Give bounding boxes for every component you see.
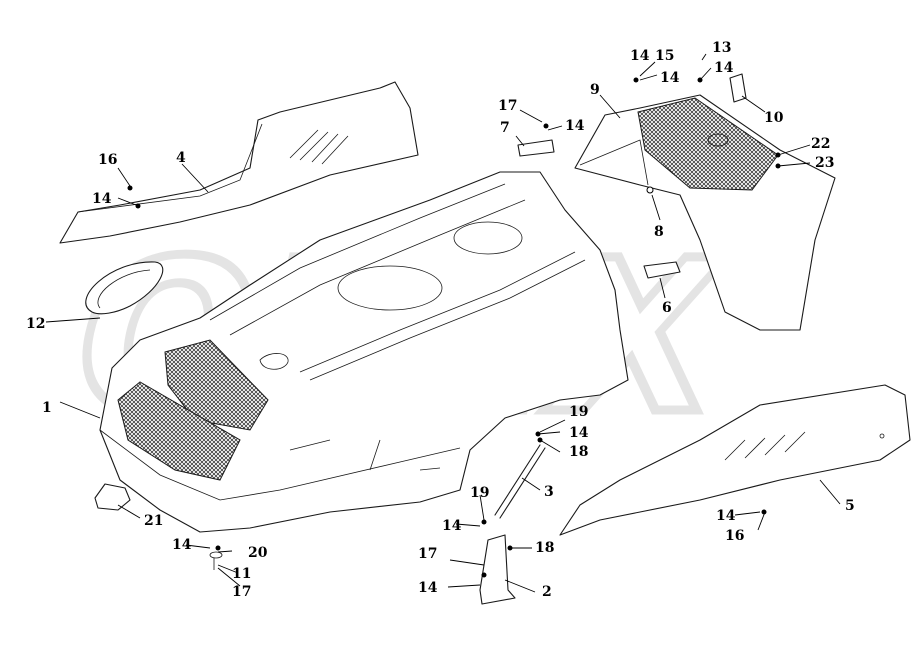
bracket-10	[729, 73, 747, 103]
callout-14-a: 14	[92, 191, 112, 207]
bracket-6	[643, 261, 681, 279]
callout-19-hinge: 19	[470, 485, 489, 501]
callout-14-c: 14	[660, 70, 680, 86]
callout-12: 12	[26, 316, 45, 332]
callout-20: 20	[248, 545, 268, 561]
callout-5: 5	[845, 498, 855, 514]
callout-21: 21	[144, 513, 163, 529]
callout-9: 9	[590, 82, 600, 98]
callout-14-b: 14	[565, 118, 585, 134]
callout-6: 6	[662, 300, 672, 316]
callout-17-bottom: 17	[232, 584, 251, 600]
callout-17-top: 17	[498, 98, 517, 114]
callout-3: 3	[544, 484, 554, 500]
callout-10: 10	[764, 110, 784, 126]
callout-1: 1	[42, 400, 52, 416]
callout-labels: 1 2 3 4 5 6 7 8 9 10 11 12 13 15 16 16 1…	[26, 40, 855, 600]
callout-14-e: 14	[569, 425, 589, 441]
callout-23: 23	[815, 155, 834, 171]
callout-14-f: 14	[442, 518, 462, 534]
oval-trim	[85, 261, 164, 315]
hinge-2	[479, 534, 516, 605]
callout-11: 11	[232, 566, 251, 582]
leader-lines	[45, 53, 841, 593]
callout-16-right: 16	[725, 528, 744, 544]
callout-13: 13	[712, 40, 731, 56]
callout-16-left: 16	[98, 152, 117, 168]
callout-18-strut: 18	[569, 444, 588, 460]
bracket-7	[517, 139, 555, 157]
latch-21	[94, 483, 131, 511]
callout-8: 8	[654, 224, 664, 240]
callout-14-g: 14	[172, 537, 192, 553]
callout-14-d: 14	[714, 60, 734, 76]
bumper-11	[209, 551, 223, 570]
side-panel-right	[559, 384, 911, 536]
callout-19-strut: 19	[569, 404, 588, 420]
air-duct	[574, 94, 836, 331]
callout-2: 2	[542, 584, 552, 600]
main-hood	[99, 171, 629, 533]
fasteners	[127, 77, 781, 578]
callout-15: 15	[655, 48, 674, 64]
callout-14-j: 14	[630, 48, 650, 64]
callout-4: 4	[176, 150, 186, 166]
callout-18-hinge: 18	[535, 540, 554, 556]
gas-strut-3	[494, 444, 546, 519]
callout-7: 7	[500, 120, 510, 136]
callout-14-h: 14	[418, 580, 438, 596]
callout-17-hinge: 17	[418, 546, 437, 562]
callout-22: 22	[811, 136, 830, 152]
callout-14-i: 14	[716, 508, 736, 524]
